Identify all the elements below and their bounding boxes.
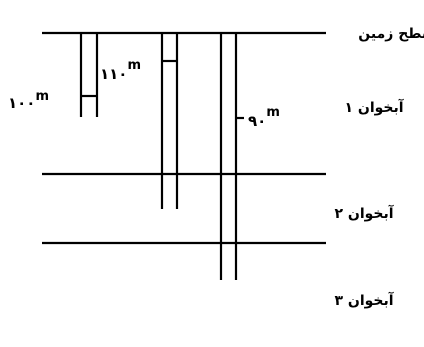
well-2-depth-number: ۱۱۰ — [100, 65, 127, 83]
well-1-depth-label: ۱۰۰m — [8, 89, 49, 112]
aquifer-2-label: آبخوان ۲ — [334, 204, 394, 222]
well-2 — [160, 33, 179, 209]
well-3-depth-label: ۹۰m — [248, 105, 280, 130]
well-3-depth-unit: m — [266, 105, 280, 120]
aquifer-1-label: آبخوان ۱ — [344, 98, 404, 116]
aquifer-3-label: آبخوان ۳ — [334, 291, 394, 309]
well-3-depth-number: ۹۰ — [248, 112, 266, 130]
well-2-depth-label: ۱۱۰m — [100, 58, 141, 83]
well-1-depth-unit: m — [35, 89, 49, 104]
well-1-depth-number: ۱۰۰ — [8, 94, 35, 112]
well-1 — [79, 33, 99, 117]
ground-surface-label: سطح زمین — [358, 26, 424, 42]
well-3 — [219, 33, 244, 280]
well-2-depth-unit: m — [127, 58, 141, 73]
